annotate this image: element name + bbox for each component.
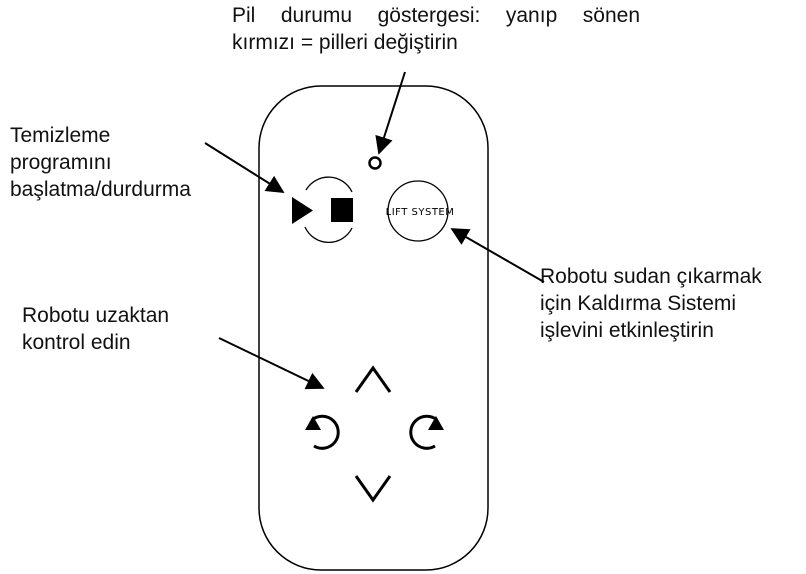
battery-word: durumu bbox=[280, 4, 353, 27]
lift-label-line: işlevini etkinleştirin bbox=[540, 319, 714, 342]
rotate-left-icon[interactable] bbox=[305, 414, 340, 450]
start-stop-line: başlatma/durdurma bbox=[10, 178, 191, 201]
start-stop-line: programını bbox=[10, 151, 112, 174]
play-icon bbox=[292, 197, 313, 224]
lift-button-text: LIFT SYSTEM bbox=[386, 207, 455, 218]
start-stop-callout-arrow bbox=[204, 142, 285, 193]
lift-system-button[interactable]: LIFT SYSTEM bbox=[386, 180, 455, 242]
start-stop-ring bbox=[304, 226, 353, 244]
stop-icon bbox=[331, 198, 353, 222]
remote-label-line: kontrol edin bbox=[22, 331, 131, 354]
down-arrow-icon[interactable] bbox=[354, 475, 392, 503]
battery-word: yanıp bbox=[505, 4, 558, 27]
rotate-right-icon[interactable] bbox=[409, 414, 444, 450]
start-stop-ring bbox=[305, 176, 353, 193]
start-stop-button[interactable] bbox=[292, 176, 353, 244]
lift-label-line: için Kaldırma Sistemi bbox=[540, 292, 737, 315]
remote-body bbox=[258, 85, 489, 571]
battery-callout-arrow bbox=[375, 71, 406, 155]
remote-label-line: Robotu uzaktan bbox=[22, 304, 170, 327]
lift-button-ring bbox=[387, 180, 449, 242]
lift-label-line: Robotu sudan çıkarmak bbox=[540, 265, 762, 288]
battery-word: sönen bbox=[582, 4, 640, 27]
lift-system-label: Robotu sudan çıkarmak için Kaldırma Sist… bbox=[540, 263, 762, 344]
battery-word: göstergesi: bbox=[377, 4, 481, 27]
remote-callout-arrow bbox=[218, 337, 325, 390]
remote-control-label: Robotu uzaktan kontrol edin bbox=[22, 302, 169, 356]
start-stop-line: Temizleme bbox=[10, 124, 111, 147]
start-stop-label: Temizleme programını başlatma/durdurma bbox=[10, 122, 191, 203]
up-arrow-icon[interactable] bbox=[354, 365, 392, 393]
battery-status-label: Pil durumu göstergesi: yanıp sönen kırmı… bbox=[232, 2, 640, 56]
battery-led-icon bbox=[368, 156, 382, 170]
battery-word: Pil bbox=[232, 4, 256, 27]
battery-label-line2: kırmızı = pilleri değiştirin bbox=[232, 31, 458, 54]
lift-callout-arrow bbox=[450, 228, 545, 283]
battery-label-line1: Pil durumu göstergesi: yanıp sönen bbox=[232, 2, 640, 29]
